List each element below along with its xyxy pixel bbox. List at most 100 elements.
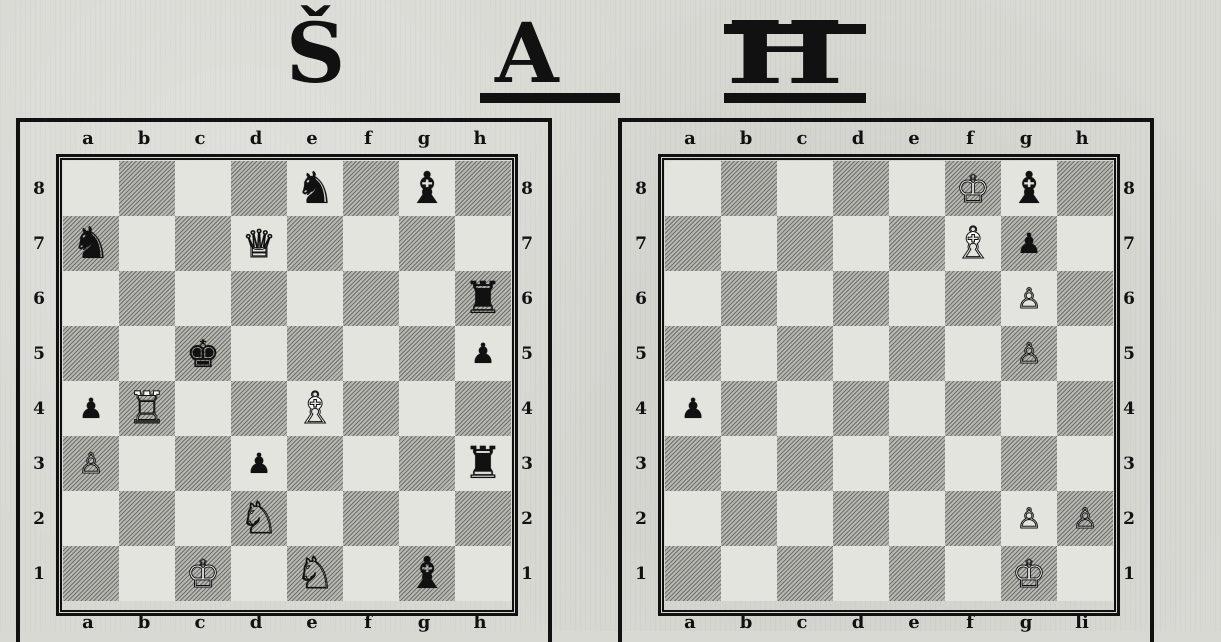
square-b2[interactable]	[119, 491, 175, 546]
square-g4[interactable]	[1001, 381, 1057, 436]
square-d3[interactable]: ♟	[231, 436, 287, 491]
square-e7[interactable]	[287, 216, 343, 271]
square-b7[interactable]	[721, 216, 777, 271]
square-g7[interactable]: ♟	[1001, 216, 1057, 271]
black-king-icon[interactable]: ♚	[186, 335, 220, 373]
square-e1[interactable]	[889, 546, 945, 601]
square-h2[interactable]: ♙	[1057, 491, 1113, 546]
black-bishop-icon[interactable]: ♝	[407, 167, 446, 211]
square-b1[interactable]	[721, 546, 777, 601]
square-a4[interactable]: ♟	[63, 381, 119, 436]
square-g6[interactable]: ♙	[1001, 271, 1057, 326]
square-e6[interactable]	[889, 271, 945, 326]
white-pawn-icon[interactable]: ♙	[1016, 505, 1041, 533]
square-b5[interactable]	[119, 326, 175, 381]
square-c2[interactable]	[175, 491, 231, 546]
square-a3[interactable]	[665, 436, 721, 491]
square-e2[interactable]	[889, 491, 945, 546]
square-h1[interactable]	[455, 546, 511, 601]
square-g8[interactable]: ♝	[1001, 161, 1057, 216]
square-c6[interactable]	[777, 271, 833, 326]
black-pawn-icon[interactable]: ♟	[470, 340, 495, 368]
square-g4[interactable]	[399, 381, 455, 436]
square-e7[interactable]	[889, 216, 945, 271]
square-f1[interactable]	[945, 546, 1001, 601]
black-knight-icon[interactable]: ♞	[295, 167, 334, 211]
square-b3[interactable]	[721, 436, 777, 491]
square-h1[interactable]	[1057, 546, 1113, 601]
square-a5[interactable]	[665, 326, 721, 381]
square-b8[interactable]	[721, 161, 777, 216]
white-knight-icon[interactable]: ♘	[295, 552, 334, 596]
square-a8[interactable]	[63, 161, 119, 216]
white-pawn-icon[interactable]: ♙	[1072, 505, 1097, 533]
white-king-icon[interactable]: ♔	[1012, 555, 1046, 593]
square-f2[interactable]	[945, 491, 1001, 546]
square-c4[interactable]	[175, 381, 231, 436]
white-rook-icon[interactable]: ♖	[127, 387, 166, 431]
square-a7[interactable]	[665, 216, 721, 271]
square-h7[interactable]	[1057, 216, 1113, 271]
white-pawn-icon[interactable]: ♙	[78, 450, 103, 478]
square-c4[interactable]	[777, 381, 833, 436]
square-b6[interactable]	[721, 271, 777, 326]
square-a7[interactable]: ♞	[63, 216, 119, 271]
square-d7[interactable]: ♕	[231, 216, 287, 271]
black-rook-icon[interactable]: ♜	[463, 277, 502, 321]
square-f2[interactable]	[343, 491, 399, 546]
square-d2[interactable]	[833, 491, 889, 546]
square-g7[interactable]	[399, 216, 455, 271]
square-e5[interactable]	[889, 326, 945, 381]
square-b1[interactable]	[119, 546, 175, 601]
square-e8[interactable]	[889, 161, 945, 216]
square-e4[interactable]: ♗	[287, 381, 343, 436]
square-f4[interactable]	[343, 381, 399, 436]
white-bishop-icon[interactable]: ♗	[295, 387, 334, 431]
square-d5[interactable]	[833, 326, 889, 381]
square-h4[interactable]	[455, 381, 511, 436]
square-h8[interactable]	[455, 161, 511, 216]
square-c5[interactable]	[777, 326, 833, 381]
square-g1[interactable]: ♝	[399, 546, 455, 601]
square-e2[interactable]	[287, 491, 343, 546]
black-pawn-icon[interactable]: ♟	[78, 395, 103, 423]
square-b3[interactable]	[119, 436, 175, 491]
square-f5[interactable]	[945, 326, 1001, 381]
square-d8[interactable]	[833, 161, 889, 216]
white-queen-icon[interactable]: ♕	[242, 225, 276, 263]
square-g3[interactable]	[1001, 436, 1057, 491]
square-a6[interactable]	[63, 271, 119, 326]
square-h3[interactable]	[1057, 436, 1113, 491]
square-h3[interactable]: ♜	[455, 436, 511, 491]
square-c7[interactable]	[777, 216, 833, 271]
square-b4[interactable]	[721, 381, 777, 436]
square-f7[interactable]	[343, 216, 399, 271]
square-a3[interactable]: ♙	[63, 436, 119, 491]
square-c3[interactable]	[175, 436, 231, 491]
white-pawn-icon[interactable]: ♙	[1016, 285, 1041, 313]
square-g8[interactable]: ♝	[399, 161, 455, 216]
square-g2[interactable]: ♙	[1001, 491, 1057, 546]
white-king-icon[interactable]: ♔	[186, 555, 220, 593]
square-b6[interactable]	[119, 271, 175, 326]
square-c5[interactable]: ♚	[175, 326, 231, 381]
square-f6[interactable]	[945, 271, 1001, 326]
square-e5[interactable]	[287, 326, 343, 381]
square-b8[interactable]	[119, 161, 175, 216]
square-g5[interactable]	[399, 326, 455, 381]
square-c2[interactable]	[777, 491, 833, 546]
square-a2[interactable]	[665, 491, 721, 546]
square-a6[interactable]	[665, 271, 721, 326]
square-e1[interactable]: ♘	[287, 546, 343, 601]
square-h6[interactable]	[1057, 271, 1113, 326]
square-b2[interactable]	[721, 491, 777, 546]
square-d4[interactable]	[833, 381, 889, 436]
square-c8[interactable]	[777, 161, 833, 216]
square-c1[interactable]	[777, 546, 833, 601]
square-d5[interactable]	[231, 326, 287, 381]
square-g1[interactable]: ♔	[1001, 546, 1057, 601]
square-h5[interactable]	[1057, 326, 1113, 381]
square-b7[interactable]	[119, 216, 175, 271]
square-g3[interactable]	[399, 436, 455, 491]
square-f3[interactable]	[945, 436, 1001, 491]
